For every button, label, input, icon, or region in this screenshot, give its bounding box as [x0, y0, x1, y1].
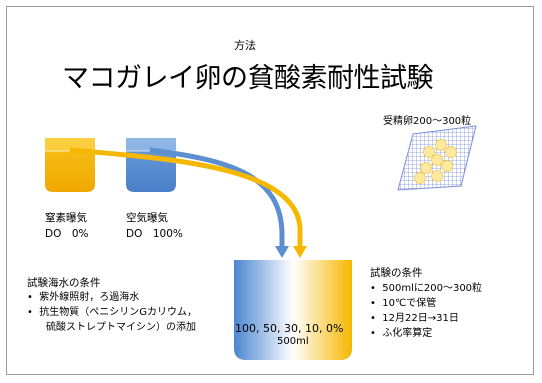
page-title: マコガレイ卵の貧酸素耐性試験 [62, 63, 434, 94]
egg [431, 170, 443, 182]
beaker [234, 260, 352, 360]
seawater-item: • 抗生物質（ペニシリンGカリウム， [27, 307, 198, 318]
test-condition-item: • ふ化率算定 [370, 328, 433, 339]
nitrogen-line [69, 147, 303, 248]
seawater-item: 硫酸ストレプトマイシン）の添加 [46, 322, 196, 333]
egg [414, 172, 426, 184]
egg [445, 146, 457, 158]
test-condition-item: • 10℃で保管 [370, 298, 437, 309]
egg [441, 160, 453, 172]
eggs [414, 139, 457, 184]
nitrogen-tank-label: 窒素曝気 [45, 212, 87, 224]
beaker-volume: 500ml [277, 336, 309, 347]
egg-mesh [397, 125, 477, 191]
test-condition-item: • 500mlに200～300粒 [370, 283, 483, 294]
nitrogen-tank [45, 138, 95, 192]
title-ruby: 方法 [234, 39, 256, 52]
egg [431, 154, 443, 166]
air-tank-label: 空気曝気 [126, 212, 168, 224]
test-conditions-heading: 試験の条件 [370, 267, 423, 279]
nitrogen-arrowhead [293, 246, 307, 258]
egg [423, 146, 435, 158]
egg [435, 139, 447, 151]
air-tank-do: DO 100% [126, 228, 183, 240]
nitrogen-tank-do: DO 0% [45, 228, 89, 240]
egg [420, 162, 432, 174]
seawater-heading: 試験海水の条件 [27, 277, 101, 289]
beaker-concentrations: 100, 50, 30, 10, 0% [235, 322, 344, 335]
test-condition-item: • 12月22日→31日 [370, 313, 459, 324]
air-tank [126, 138, 176, 192]
eggs-label: 受精卵200～300粒 [383, 116, 472, 127]
air-arrowhead [275, 246, 289, 258]
seawater-item: • 紫外線照射，ろ過海水 [27, 292, 140, 303]
